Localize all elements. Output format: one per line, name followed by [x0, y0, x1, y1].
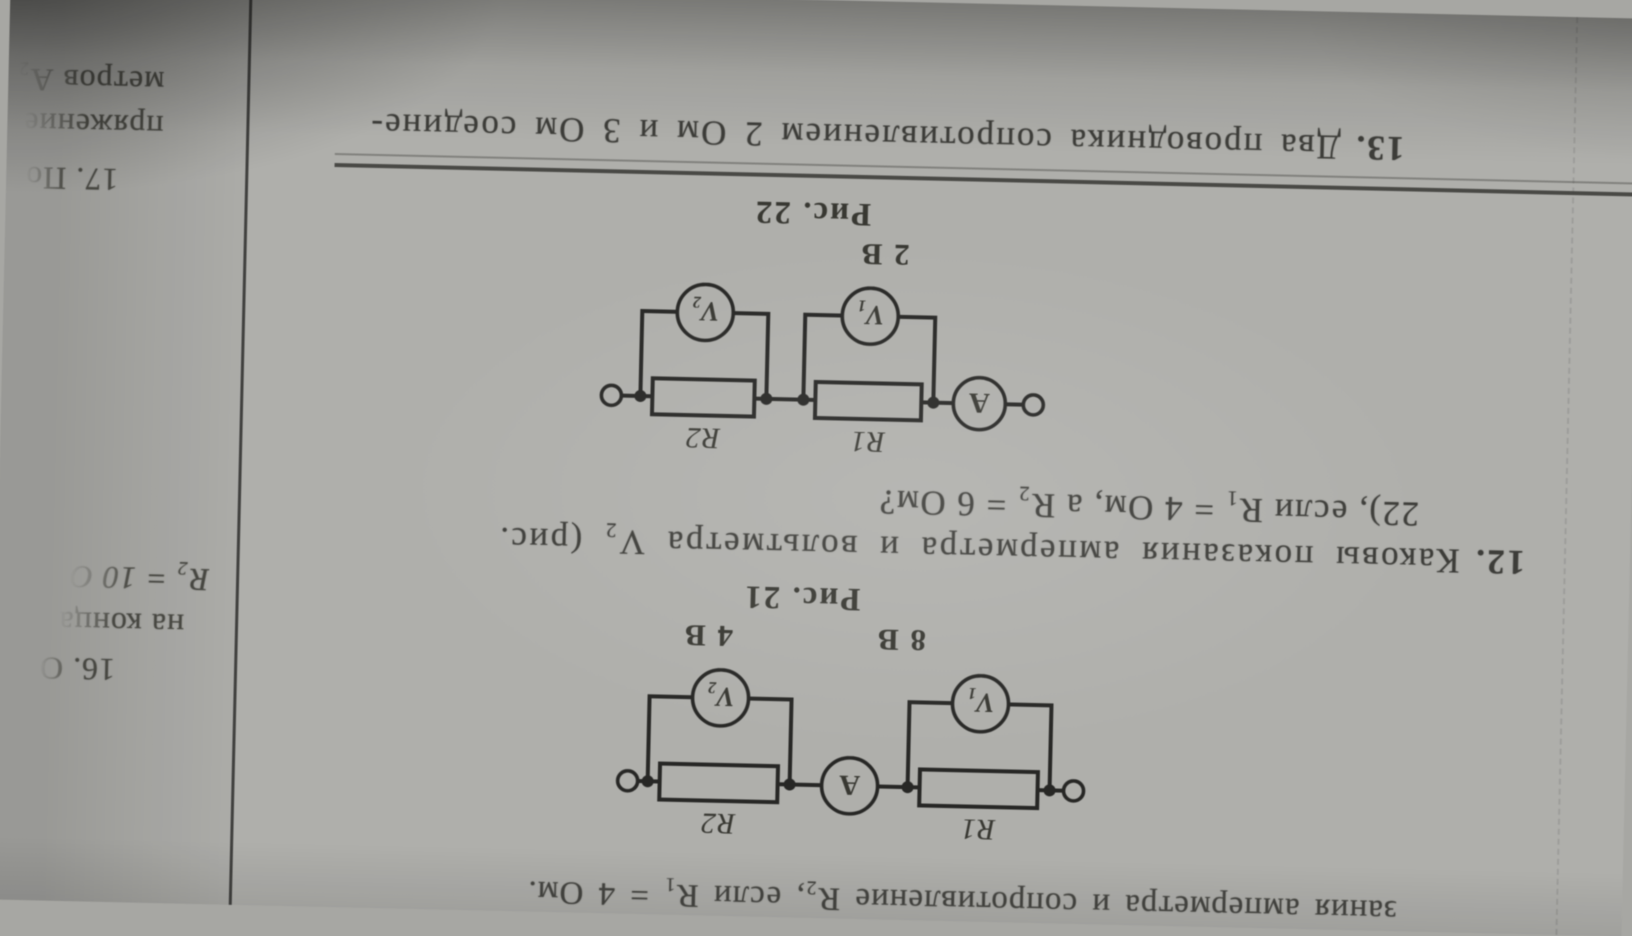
fig22-resistor-r2 — [652, 378, 755, 416]
margin-fragment-na-konca: на конца — [58, 604, 185, 644]
fig21-caption: Рис. 21 — [743, 578, 861, 617]
fig21-voltage2-label: 4 В — [683, 618, 734, 654]
problem-12-line2: 22), если R₁ = 4 Ом, а R₂ = 6 Ом? — [878, 481, 1420, 533]
fig22-right-terminal — [601, 385, 621, 405]
fig21-left-terminal — [1063, 781, 1083, 801]
fig21-right-terminal — [617, 771, 637, 791]
margin-fragment-17: 17. По — [25, 159, 119, 198]
fig22-voltmeter-v2-label: V₂ — [691, 296, 719, 327]
problem-13-number: 13. — [1354, 128, 1405, 168]
fig21-r1-label: R1 — [960, 812, 997, 846]
fig21-resistor-r1 — [919, 769, 1038, 808]
margin-fragment-pryazhenie: пряжение — [23, 105, 164, 145]
margin-fragment-16: 16. О — [39, 649, 116, 688]
fig21-voltage1-label: 8 В — [876, 622, 927, 658]
fig22-voltage1-label: 2 В — [859, 237, 910, 273]
fig22-r1-label: R1 — [849, 425, 886, 459]
fig21-r2-label: R2 — [700, 806, 737, 840]
page-showthrough-line — [1555, 17, 1578, 935]
margin-fragment-r2-10: R₂ = 10 О — [68, 558, 209, 598]
problem-12-number: 12. — [1473, 542, 1525, 582]
fig21-voltmeter-v1-label: V₁ — [966, 687, 994, 718]
cut-off-text-line: зания амперметра и сопротивление R₂, есл… — [527, 873, 1397, 930]
fig22-ammeter-label: А — [968, 386, 990, 418]
fig21-voltmeter-v2-label: V₂ — [707, 682, 735, 713]
fig22-caption: Рис. 22 — [754, 194, 872, 233]
figure-21-circuit: А V₁ V₂ R1 R2 8 В 4 В Рис. 21 — [528, 554, 1095, 867]
fig21-resistor-r2 — [659, 764, 778, 803]
fig22-r2-label: R2 — [684, 421, 721, 455]
fig22-resistor-r1 — [815, 382, 922, 420]
figure-22-circuit: А V₁ V₂ R1 R2 2 В Рис. 22 — [532, 169, 1099, 482]
fig22-voltmeter-v1-label: V₁ — [856, 300, 884, 331]
margin-fragment-metrov: метров А₂ — [17, 61, 165, 101]
fig22-left-terminal — [1023, 395, 1043, 415]
fig21-ammeter-label: А — [839, 769, 861, 801]
